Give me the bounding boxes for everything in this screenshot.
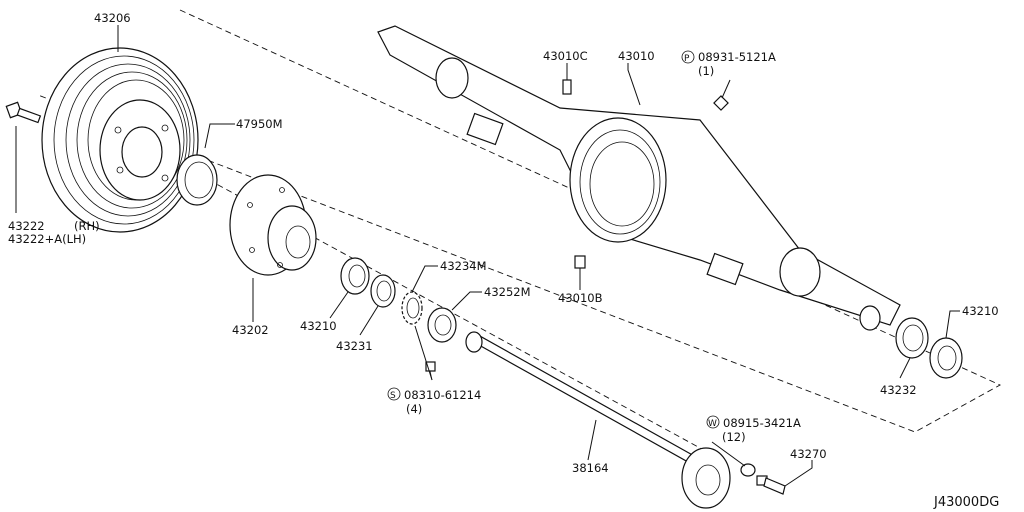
hub-43202[interactable] — [229, 174, 317, 276]
label-43010B: 43010B — [558, 291, 603, 305]
bolt-43270[interactable] — [756, 475, 786, 495]
center-axis-line — [199, 174, 723, 461]
spacer-43231[interactable] — [370, 274, 396, 308]
label-43210-right: 43210 — [962, 304, 999, 318]
label-43222: 43222 — [8, 219, 45, 233]
plug-43010B[interactable] — [574, 255, 586, 269]
label-43234M: 43234M — [440, 259, 487, 273]
label-43210-left: 43210 — [300, 319, 337, 333]
label-43222-lh: 43222+A(LH) — [8, 232, 86, 246]
svg-text:08931-5121A: 08931-5121A — [698, 50, 776, 64]
wheel-bolt-43222[interactable] — [5, 101, 42, 124]
seal-43232[interactable] — [895, 317, 929, 359]
bearing-43210-right[interactable] — [929, 337, 963, 379]
lock-washer-43234M[interactable] — [401, 291, 423, 325]
axle-housing-43010[interactable] — [377, 25, 901, 331]
label-43231: 43231 — [336, 339, 373, 353]
bearing-43210-left[interactable] — [340, 257, 370, 295]
label-43222-rh: (RH) — [74, 219, 100, 233]
label-43232: 43232 — [880, 383, 917, 397]
axle-shaft-38164[interactable] — [465, 331, 731, 509]
breather-43010C[interactable] — [562, 79, 572, 95]
label-43010C: 43010C — [543, 49, 588, 63]
washer-08915-3421A[interactable] — [740, 463, 756, 477]
label-43202: 43202 — [232, 323, 269, 337]
label-47950M: 47950M — [236, 117, 283, 131]
svg-text:08310-61214: 08310-61214 — [404, 388, 481, 402]
seal-47950M[interactable] — [176, 154, 218, 206]
svg-text:W: W — [708, 419, 717, 429]
leader-lines — [15, 25, 960, 487]
label-08310-61214: S 08310-61214 (4) — [387, 387, 481, 416]
brake-drum-43206[interactable] — [41, 47, 199, 233]
label-43206: 43206 — [94, 11, 131, 25]
svg-text:08915-3421A: 08915-3421A — [723, 416, 801, 430]
label-08915-3421A: W 08915-3421A (12) — [706, 415, 801, 444]
assembly-boundary — [37, 9, 1001, 433]
label-43270: 43270 — [790, 447, 827, 461]
label-38164: 38164 — [572, 461, 609, 475]
svg-text:(4): (4) — [406, 402, 422, 416]
label-43010: 43010 — [618, 49, 655, 63]
svg-text:(12): (12) — [722, 430, 746, 444]
nut-43252M[interactable] — [427, 307, 457, 343]
svg-text:P: P — [684, 54, 690, 64]
svg-text:S: S — [390, 391, 396, 401]
svg-text:(1): (1) — [698, 64, 714, 78]
diagram-code: J43000DG — [933, 495, 999, 510]
plug-08931-5121A[interactable] — [713, 95, 729, 111]
label-08931-5121A: P 08931-5121A (1) — [681, 50, 776, 78]
label-43252M: 43252M — [484, 285, 531, 299]
